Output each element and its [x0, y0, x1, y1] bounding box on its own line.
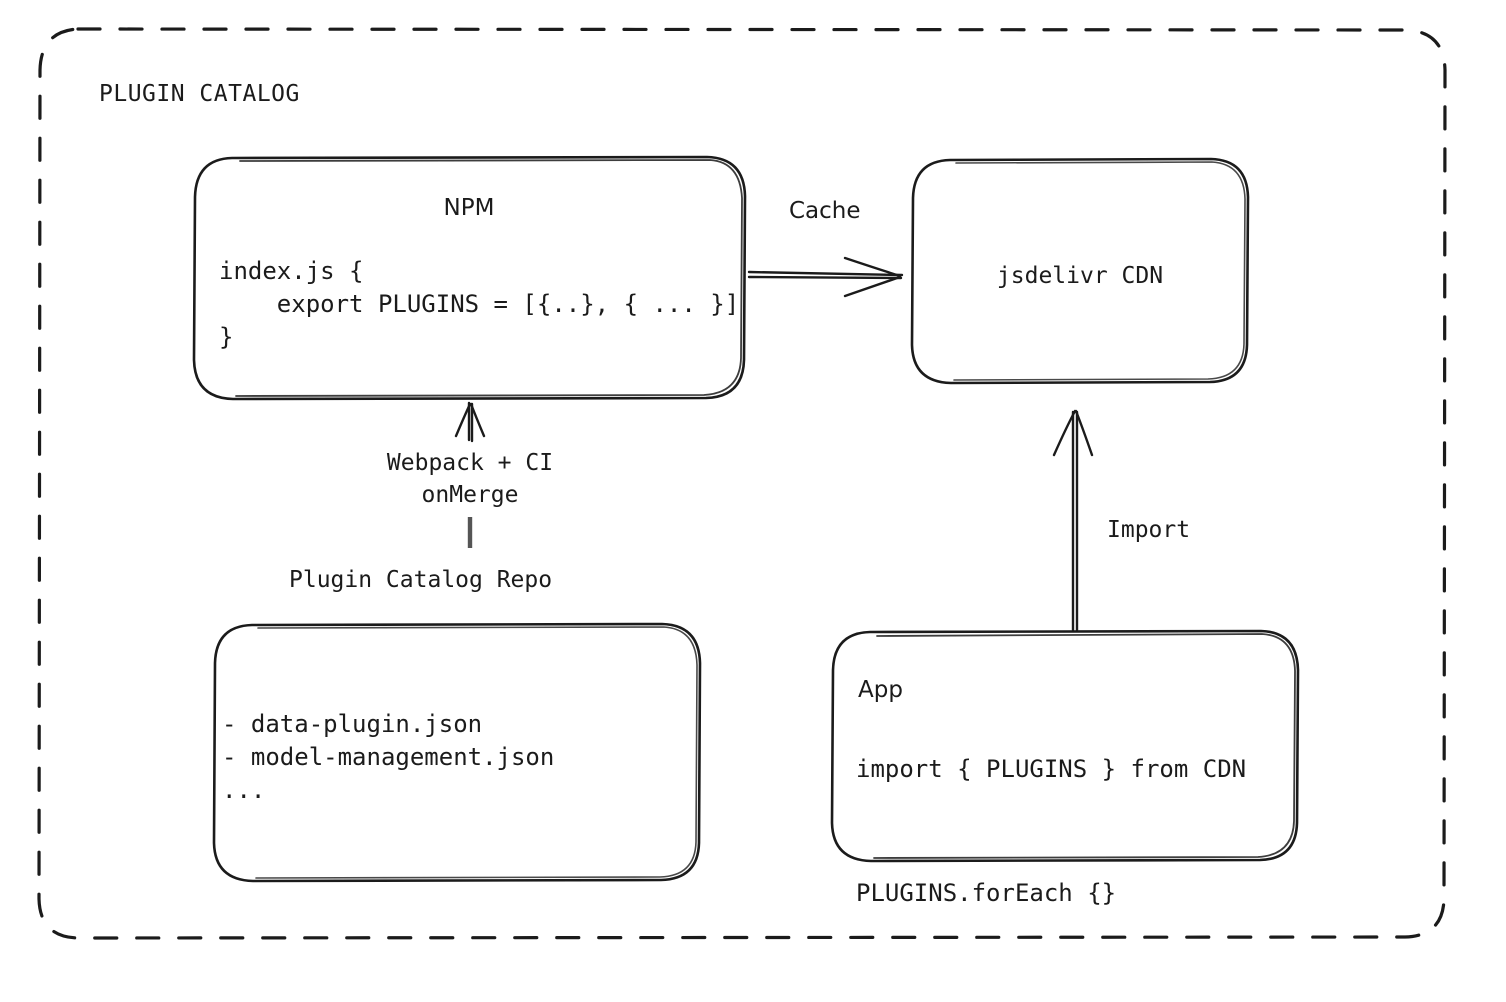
node-repo-shape[interactable] [212, 622, 702, 883]
node-npm-code: index.js { export PLUGINS = [{..}, { ...… [219, 257, 740, 351]
edge-import-label: Import [1107, 517, 1191, 543]
node-cdn-shape[interactable] [910, 157, 1250, 385]
node-repo-items: - data-plugin.json - model-management.js… [222, 710, 555, 804]
edge-build-arrow [454, 401, 486, 443]
edge-import-arrow [1052, 409, 1094, 632]
group-title: PLUGIN CATALOG [99, 81, 300, 107]
node-npm-shape[interactable] [192, 155, 747, 401]
edge-cache-arrow [747, 256, 904, 298]
node-cdn-title: jsdelivr CDN [996, 263, 1164, 289]
edge-build-label: Webpack + CI onMerge [386, 450, 554, 508]
node-app-code: import { PLUGINS } from CDN PLUGINS.forE… [856, 755, 1247, 907]
edge-cache-label: Cache [789, 198, 861, 224]
node-app-shape[interactable] [830, 629, 1300, 863]
node-npm-title: NPM [443, 195, 495, 221]
node-repo-caption: Plugin Catalog Repo [289, 567, 553, 593]
group-container-border [37, 27, 1447, 940]
node-app-title: App [858, 677, 903, 703]
